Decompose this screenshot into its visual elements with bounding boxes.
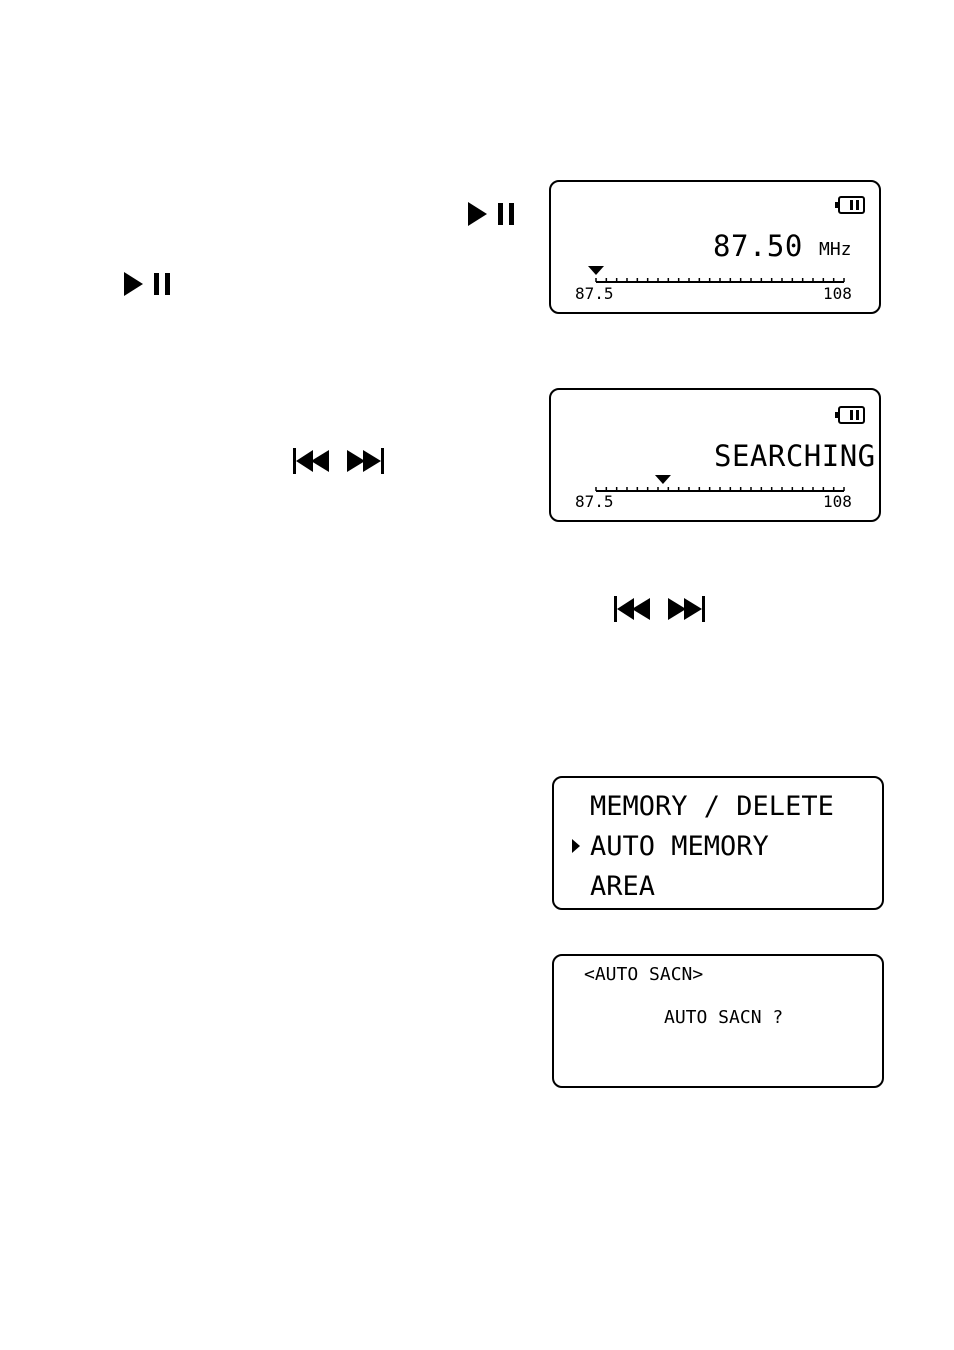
scale-max-label: 108 bbox=[823, 494, 852, 510]
play-pause-icon bbox=[468, 202, 518, 226]
auto-scan-prompt: AUTO SACN ? bbox=[664, 1009, 783, 1027]
lcd-searching-display: SEARCHING 87.5 108 bbox=[549, 388, 881, 522]
menu-item-label: AUTO MEMORY bbox=[590, 833, 769, 860]
lcd-auto-scan-display: <AUTO SACN> AUTO SACN ? bbox=[552, 954, 884, 1088]
menu-item[interactable]: AUTO MEMORY bbox=[570, 830, 870, 864]
lcd-frequency-display: 87.50 MHz 87.5 108 bbox=[549, 180, 881, 314]
play-pause-icon bbox=[124, 272, 174, 296]
skip-back-forward-icons bbox=[293, 448, 385, 474]
tuning-marker bbox=[655, 475, 671, 484]
auto-scan-title: <AUTO SACN> bbox=[584, 966, 703, 984]
lcd-menu-display: MEMORY / DELETE AUTO MEMORY AREA bbox=[552, 776, 884, 910]
skip-back-forward-icons bbox=[614, 596, 706, 622]
menu-item[interactable]: MEMORY / DELETE bbox=[570, 790, 870, 824]
scale-min-label: 87.5 bbox=[575, 286, 614, 302]
menu-item-label: AREA bbox=[590, 873, 655, 900]
selection-arrow-icon bbox=[572, 839, 580, 853]
tuning-marker bbox=[588, 266, 604, 275]
scale-min-label: 87.5 bbox=[575, 494, 614, 510]
scale-max-label: 108 bbox=[823, 286, 852, 302]
menu-item-label: MEMORY / DELETE bbox=[590, 793, 834, 820]
menu-item[interactable]: AREA bbox=[570, 870, 870, 904]
